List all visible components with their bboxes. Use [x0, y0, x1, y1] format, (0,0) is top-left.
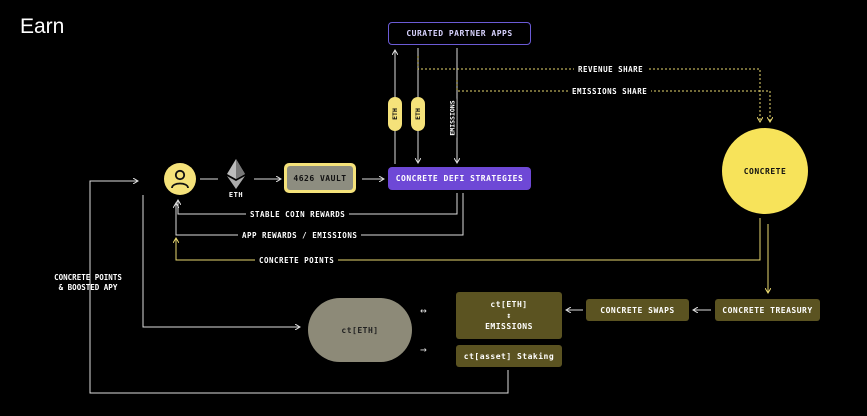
concrete-points-label: CONCRETE POINTS — [255, 256, 339, 265]
eth-label: ETH — [228, 191, 244, 199]
emissions-bottom-label: EMISSIONS — [485, 322, 533, 331]
app-rewards-label: APP REWARDS / EMISSIONS — [238, 231, 362, 240]
ct-eth-top-label: ct[ETH] — [490, 300, 528, 309]
ct-eth-emissions-node: ct[ETH] ↕ EMISSIONS — [456, 292, 562, 339]
ct-asset-staking-node: ct[asset] Staking — [456, 345, 562, 367]
concrete-node: CONCRETE — [722, 128, 808, 214]
concrete-treasury-node: CONCRETE TREASURY — [715, 299, 820, 321]
revenue-share-label: REVENUE SHARE — [574, 65, 648, 74]
curated-partner-apps-node: CURATED PARTNER APPS — [388, 22, 531, 45]
user-node — [164, 163, 196, 195]
ethereum-icon — [227, 159, 245, 189]
bidirectional-arrow-icon: ↔ — [420, 304, 427, 317]
emissions-share-label: EMISSIONS SHARE — [568, 87, 652, 96]
vault-label: 4626 VAULT — [287, 166, 353, 190]
concrete-points-boosted-apy-label: CONCRETE POINTS & BOOSTED APY — [54, 273, 122, 292]
page-title: Earn — [20, 15, 65, 38]
emissions-vertical-label: EMISSIONS — [448, 98, 457, 138]
vault-node: 4626 VAULT — [284, 163, 356, 193]
user-icon — [171, 169, 189, 189]
ct-eth-pill-node: ct[ETH] — [308, 298, 412, 362]
eth-node: ETH — [222, 156, 250, 202]
concrete-defi-strategies-node: CONCRETE DEFI STRATEGIES — [388, 167, 531, 190]
swap-vertical-icon: ↕ — [506, 311, 512, 320]
right-arrow-icon: → — [420, 343, 427, 356]
eth-pill-down: ETH — [411, 97, 425, 131]
eth-pill-up: ETH — [388, 97, 402, 131]
stable-coin-rewards-label: STABLE COIN REWARDS — [246, 210, 350, 219]
concrete-swaps-node: CONCRETE SWAPS — [586, 299, 689, 321]
